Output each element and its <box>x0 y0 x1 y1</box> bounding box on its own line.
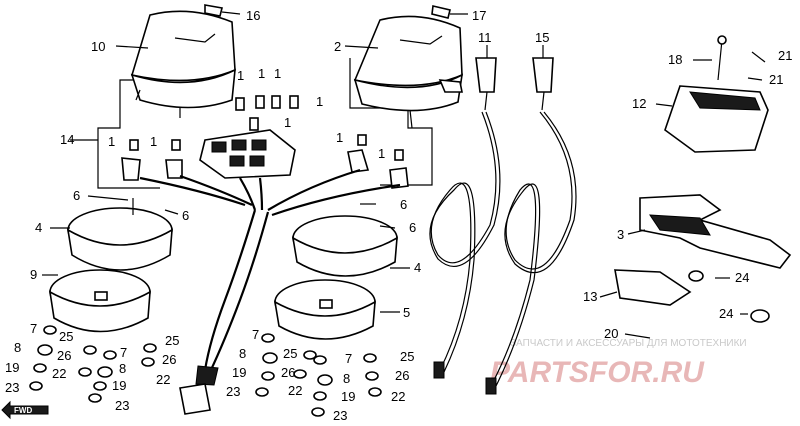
callout-19d: 19 <box>341 389 355 404</box>
meter-case-left <box>48 207 173 333</box>
screw-6b <box>164 209 179 215</box>
callout-21a: 21 <box>778 48 792 63</box>
callout-8d: 8 <box>343 371 350 386</box>
callout-24a: 24 <box>735 270 749 285</box>
cover-13 <box>614 269 692 306</box>
fwd-label: FWD <box>14 406 32 415</box>
callout-3: 3 <box>617 227 624 242</box>
callout-26b: 26 <box>162 352 176 367</box>
nut-24b <box>750 309 770 323</box>
hardware-left <box>29 325 157 403</box>
callout-1h: 1 <box>336 130 343 145</box>
meter-cables <box>429 57 577 395</box>
callout-4a: 4 <box>35 220 42 235</box>
callout-6a: 6 <box>73 188 80 203</box>
callout-7b: 7 <box>120 345 127 360</box>
callout-22d: 22 <box>391 389 405 404</box>
callout-13: 13 <box>583 289 597 304</box>
bolt-21b <box>747 77 763 81</box>
socket-right-b <box>389 167 409 189</box>
callout-6d: 6 <box>409 220 416 235</box>
watermark-logo: PARTSFOR.RU <box>490 356 705 389</box>
callout-11: 11 <box>478 30 492 45</box>
watermark-caption: ЗАПЧАСТИ И АКСЕССУАРЫ ДЛЯ МОТОТЕХНИКИ <box>510 338 747 349</box>
callout-2: 2 <box>334 39 341 54</box>
socket-right-a <box>347 149 370 173</box>
callout-5: 5 <box>403 305 410 320</box>
callout-18: 18 <box>668 52 682 67</box>
callout-9: 9 <box>30 267 37 282</box>
bolt-21a <box>751 51 766 63</box>
callout-20: 20 <box>604 326 618 341</box>
callout-8c: 8 <box>239 346 246 361</box>
callout-6b: 6 <box>182 208 189 223</box>
callout-7c: 7 <box>252 327 259 342</box>
callout-23b: 23 <box>115 398 129 413</box>
callout-1i: 1 <box>378 146 385 161</box>
speedometer <box>130 10 236 118</box>
bolt-18 <box>717 39 723 81</box>
callout-10: 10 <box>91 39 105 54</box>
socket-left-a <box>121 157 141 181</box>
callouts: 10 16 2 17 11 15 18 21 21 12 1 1 1 1 1 1… <box>5 8 792 423</box>
callout-8a: 8 <box>14 340 21 355</box>
callout-1c: 1 <box>274 66 281 81</box>
fwd-arrow: FWD <box>1 400 49 420</box>
screw-20 <box>624 333 651 339</box>
hardware-right <box>255 333 382 417</box>
callout-8b: 8 <box>119 361 126 376</box>
callout-1g: 1 <box>150 134 157 149</box>
callout-7d: 7 <box>345 351 352 366</box>
callout-6c: 6 <box>400 197 407 212</box>
callout-26a: 26 <box>57 348 71 363</box>
clip-16 <box>204 4 223 17</box>
bulbs <box>129 95 404 161</box>
leader-10 <box>115 45 149 49</box>
callout-25b: 25 <box>165 333 179 348</box>
callout-24b: 24 <box>719 306 733 321</box>
callout-15: 15 <box>535 30 549 45</box>
callout-19b: 19 <box>112 378 126 393</box>
callout-7a: 7 <box>30 321 37 336</box>
leader-lines <box>42 45 748 315</box>
socket-left-b <box>165 159 183 179</box>
callout-4b: 4 <box>414 260 421 275</box>
assembly-bracket-right <box>349 58 433 186</box>
callout-1d: 1 <box>316 94 323 109</box>
callout-1e: 1 <box>284 115 291 130</box>
callout-19c: 19 <box>232 365 246 380</box>
callout-26c: 26 <box>281 365 295 380</box>
callout-17: 17 <box>472 8 486 23</box>
meter-cover-12 <box>664 85 769 153</box>
clip-17 <box>431 5 451 19</box>
meter-bracket-3 <box>639 194 792 269</box>
callout-23a: 23 <box>5 380 19 395</box>
callout-1f: 1 <box>108 134 115 149</box>
screw-6d <box>379 225 396 229</box>
callout-1b: 1 <box>258 66 265 81</box>
callout-25d: 25 <box>400 349 414 364</box>
callout-22c: 22 <box>288 383 302 398</box>
wiring-harness <box>139 168 401 415</box>
callout-26d: 26 <box>395 368 409 383</box>
callout-12: 12 <box>632 96 646 111</box>
callout-23c: 23 <box>226 384 240 399</box>
callout-25c: 25 <box>283 346 297 361</box>
callout-19a: 19 <box>5 360 19 375</box>
callout-21b: 21 <box>769 72 783 87</box>
callout-25a: 25 <box>59 329 73 344</box>
meter-case-right <box>273 215 398 340</box>
leader-2 <box>344 45 379 49</box>
callout-22a: 22 <box>52 366 66 381</box>
callout-14: 14 <box>60 132 74 147</box>
grommet-24a <box>688 270 704 282</box>
indicator-housing <box>199 129 296 179</box>
callout-1a: 1 <box>237 68 244 83</box>
tachometer <box>353 15 464 129</box>
callout-16: 16 <box>246 8 260 23</box>
callout-22b: 22 <box>156 372 170 387</box>
callout-23d: 23 <box>333 408 347 423</box>
